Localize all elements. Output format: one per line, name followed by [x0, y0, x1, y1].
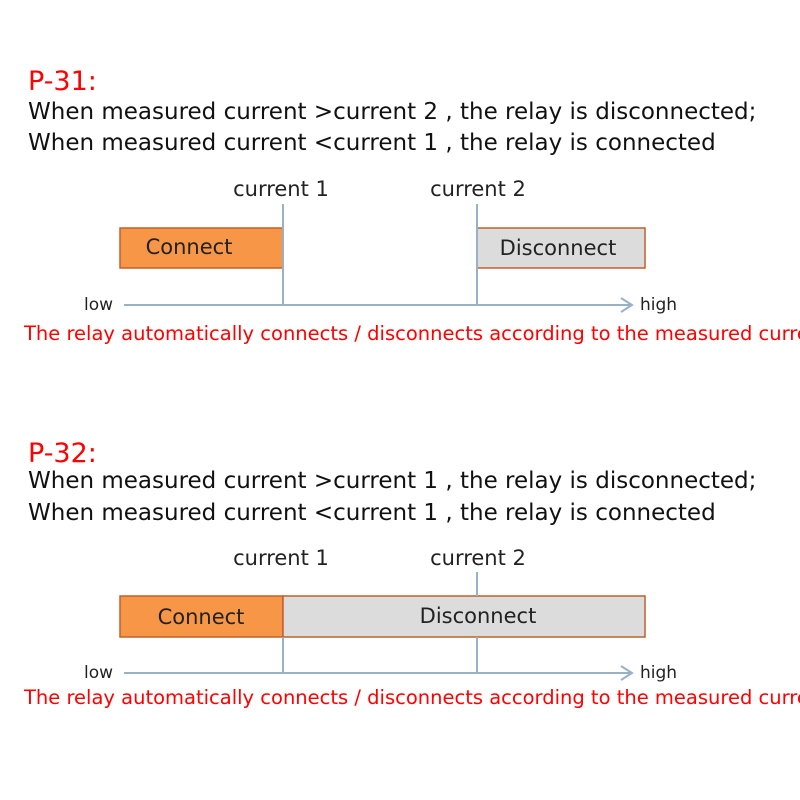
p31-axis-arrow-icon — [620, 297, 634, 313]
p32-disconnect-box — [282, 595, 646, 638]
section-p31-note: The relay automatically connects / disco… — [24, 322, 800, 345]
p32-axis-arrow-icon — [620, 665, 634, 681]
p31-marker1-label: current 1 — [233, 177, 329, 201]
p31-axis-high: high — [640, 295, 677, 315]
p31-connect-label: Connect — [146, 235, 233, 259]
p31-axis-low: low — [84, 295, 113, 315]
p32-connect-box — [119, 595, 284, 638]
section-p32-line2: When measured current <current 1 , the r… — [28, 500, 716, 526]
section-p32-code: P-32: — [28, 438, 97, 469]
section-p31-code: P-31: — [28, 66, 97, 97]
section-p31-line2: When measured current <current 1 , the r… — [28, 130, 716, 156]
p31-disconnect-label: Disconnect — [500, 236, 617, 260]
p32-connect-label: Connect — [158, 605, 245, 629]
section-p32-note: The relay automatically connects / disco… — [24, 686, 800, 709]
p31-diagram: current 1 current 2 Connect Disconnect l… — [84, 177, 677, 315]
section-p32-line1: When measured current >current 1 , the r… — [28, 468, 757, 494]
section-p31-line1: When measured current >current 2 , the r… — [28, 99, 757, 125]
p32-disconnect-label: Disconnect — [420, 604, 537, 628]
p31-marker2-label: current 2 — [430, 177, 526, 201]
p32-marker2-label: current 2 — [430, 546, 526, 570]
p32-diagram: current 1 current 2 Connect Disconnect l… — [84, 546, 677, 683]
p32-axis-low: low — [84, 663, 113, 683]
p32-axis-high: high — [640, 663, 677, 683]
p31-connect-box — [119, 227, 284, 269]
p32-marker1-label: current 1 — [233, 546, 329, 570]
